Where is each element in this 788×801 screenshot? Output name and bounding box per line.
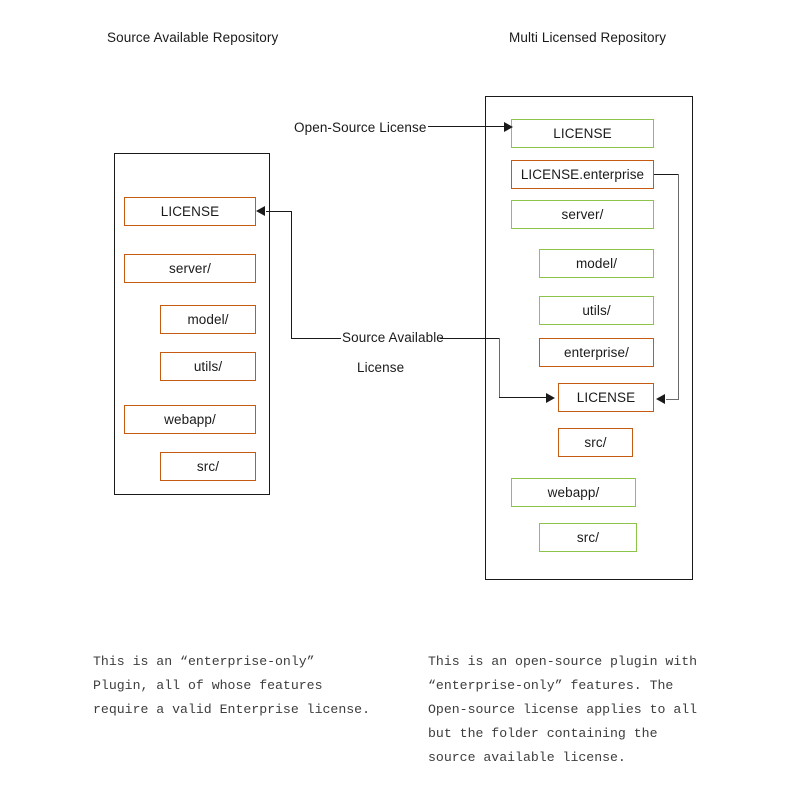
right-node-enterprise-src[interactable]: src/ (558, 428, 633, 457)
connector-enterprise-loop-top (654, 174, 679, 176)
right-node-utils[interactable]: utils/ (539, 296, 654, 325)
connector-right-license-horizontal-bottom (499, 397, 548, 399)
left-node-src[interactable]: src/ (160, 452, 256, 481)
left-node-server[interactable]: server/ (124, 254, 256, 283)
right-repo-heading: Multi Licensed Repository (509, 30, 667, 45)
left-node-utils[interactable]: utils/ (160, 352, 256, 381)
left-node-webapp[interactable]: webapp/ (124, 405, 256, 434)
arrowhead-open-source-to-license (504, 122, 513, 132)
arrowhead-to-right-inner-license (546, 393, 555, 403)
right-node-webapp[interactable]: webapp/ (511, 478, 636, 507)
right-node-license-source-available[interactable]: LICENSE (558, 383, 654, 412)
right-caption: This is an open-source plugin with “ente… (428, 654, 698, 765)
arrowhead-enterprise-to-inner-license (656, 394, 665, 404)
edge-label-source-available-line2: License (357, 360, 405, 375)
left-repo-heading: Source Available Repository (107, 30, 279, 45)
left-node-model[interactable]: model/ (160, 305, 256, 334)
edge-label-source-available-line1: Source Available (342, 330, 444, 345)
left-node-license[interactable]: LICENSE (124, 197, 256, 226)
edge-label-open-source-license: Open-Source License (294, 120, 427, 135)
left-caption: This is an “enterprise-only” Plugin, all… (93, 654, 370, 717)
right-node-license-enterprise[interactable]: LICENSE.enterprise (511, 160, 654, 189)
connector-enterprise-loop-vertical (678, 174, 680, 400)
right-node-license-oss[interactable]: LICENSE (511, 119, 654, 148)
right-node-server[interactable]: server/ (511, 200, 654, 229)
connector-left-license-horizontal-top (266, 211, 292, 213)
connector-enterprise-loop-bottom (666, 399, 679, 401)
connector-right-license-horizontal-top (440, 338, 500, 340)
arrowhead-to-left-license (256, 206, 265, 216)
connector-left-license-horizontal-bottom (291, 338, 341, 340)
connector-open-source-horizontal (428, 126, 506, 128)
right-node-webapp-src[interactable]: src/ (539, 523, 637, 552)
right-node-enterprise[interactable]: enterprise/ (539, 338, 654, 367)
right-node-model[interactable]: model/ (539, 249, 654, 278)
connector-right-license-vertical (499, 338, 501, 398)
connector-left-license-vertical (291, 211, 293, 339)
